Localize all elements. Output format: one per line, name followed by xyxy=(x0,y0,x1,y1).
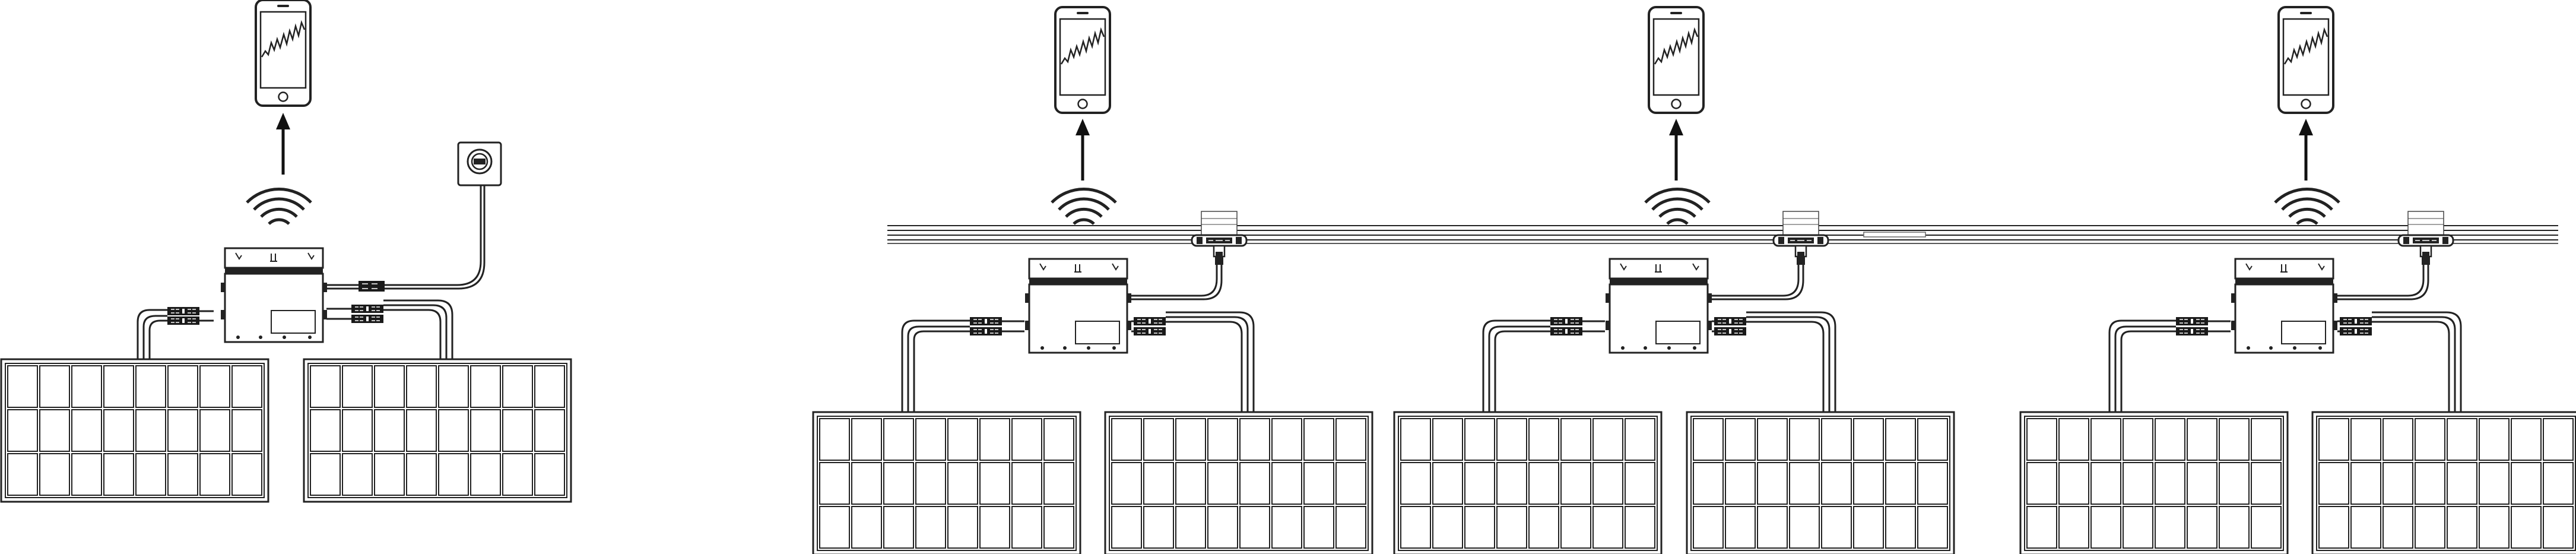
dc-connector-icon xyxy=(969,316,1003,326)
dc-connector-icon xyxy=(1550,327,1583,336)
ac-connector-icon xyxy=(1797,257,1805,265)
dc-connector-icon xyxy=(2175,327,2209,336)
smartphone-icon xyxy=(1054,6,1111,114)
dc-connector-icon xyxy=(167,316,200,325)
up-arrow-icon xyxy=(276,113,290,175)
dc-connector-icon xyxy=(1714,327,1747,336)
microinverter-icon xyxy=(2230,258,2339,354)
t-connector-icon xyxy=(2397,210,2454,259)
dc-connector-icon xyxy=(2175,316,2209,326)
dc-connector-icon xyxy=(167,306,200,316)
solar-panel-icon xyxy=(1686,411,1955,554)
solar-panel-icon xyxy=(303,358,572,503)
system-1-outlet xyxy=(0,0,572,503)
microinverter-icon xyxy=(1024,258,1132,354)
solar-panel-icon xyxy=(0,358,269,503)
smartphone-icon xyxy=(255,0,312,107)
system-2-trunk xyxy=(812,6,1373,554)
up-arrow-icon xyxy=(1076,119,1090,181)
ac-trunk-cable-icon xyxy=(887,225,2558,244)
microinverter-icon xyxy=(220,247,328,343)
dc-connector-icon xyxy=(2339,327,2372,336)
smartphone-icon xyxy=(1648,6,1705,114)
up-arrow-icon xyxy=(2299,119,2313,181)
wifi-signal-icon xyxy=(2275,189,2339,224)
solar-panel-icon xyxy=(1104,411,1373,554)
wifi-signal-icon xyxy=(247,189,311,224)
wifi-signal-icon xyxy=(1052,189,1116,224)
dc-connector-icon xyxy=(969,327,1003,336)
smartphone-icon xyxy=(2277,6,2334,114)
microinverter-icon xyxy=(1604,258,1713,354)
t-connector-icon xyxy=(1191,210,1248,259)
solar-panel-icon xyxy=(2311,411,2576,554)
dc-connector-icon xyxy=(1133,316,1166,326)
solar-panel-icon xyxy=(812,411,1081,554)
dc-connector-icon xyxy=(1550,316,1583,326)
ac-connector-icon xyxy=(1215,257,1223,265)
dc-connector-icon xyxy=(351,304,384,314)
dc-connector-icon xyxy=(1714,316,1747,326)
system-3-trunk xyxy=(1393,6,1955,554)
power-outlet-icon xyxy=(457,141,502,186)
dc-connector-icon xyxy=(2339,316,2372,326)
dc-connector-icon xyxy=(1133,327,1166,336)
solar-panel-icon xyxy=(1393,411,1663,554)
system-4-trunk xyxy=(2019,6,2576,554)
ac-connector-icon xyxy=(359,281,385,292)
t-connector-icon xyxy=(1772,210,1829,259)
wifi-signal-icon xyxy=(1645,189,1709,224)
solar-panel-icon xyxy=(2019,411,2289,554)
up-arrow-icon xyxy=(1669,119,1683,181)
trunk-end-cap-icon xyxy=(1863,232,1926,238)
dc-connector-icon xyxy=(351,314,384,324)
ac-connector-icon xyxy=(2422,257,2430,265)
